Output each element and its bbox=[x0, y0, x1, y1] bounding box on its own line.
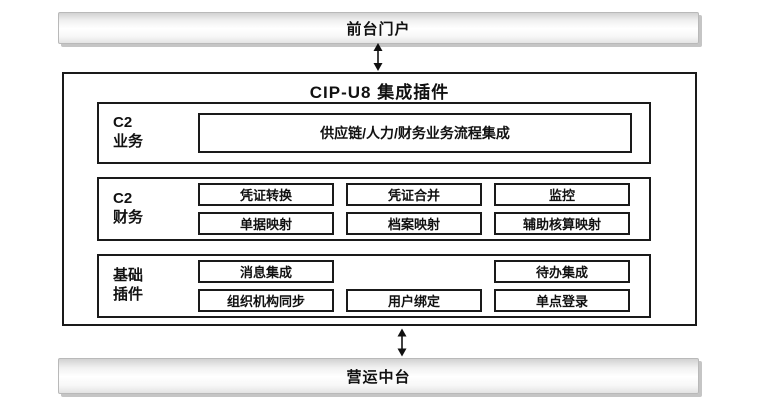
box-voucher-conversion: 凭证转换 bbox=[198, 183, 334, 206]
front-portal-label: 前台门户 bbox=[346, 20, 411, 38]
basic-box-grid: 消息集成 待办集成 组织机构同步 用户绑定 单点登录 bbox=[198, 260, 630, 312]
box-business-process-integration: 供应链/人力/财务业务流程集成 bbox=[198, 113, 632, 153]
box-single-sign-on: 单点登录 bbox=[494, 289, 630, 312]
row-c2-finance: C2 财务 凭证转换 凭证合并 监控 单据映射 档案映射 辅助核算映射 bbox=[97, 177, 651, 241]
row-label-line1: C2 bbox=[113, 190, 133, 208]
row-label-line2: 业务 bbox=[113, 133, 144, 150]
front-portal-bar: 前台门户 bbox=[58, 12, 699, 44]
box-organization-sync: 组织机构同步 bbox=[198, 289, 334, 312]
box-auxiliary-accounting-mapping: 辅助核算映射 bbox=[494, 212, 630, 235]
plugin-title: CIP-U8 集成插件 bbox=[309, 83, 450, 102]
double-arrow-top-icon bbox=[373, 43, 383, 71]
box-todo-integration: 待办集成 bbox=[494, 260, 630, 283]
box-archive-mapping: 档案映射 bbox=[346, 212, 482, 235]
finance-box-grid: 凭证转换 凭证合并 监控 单据映射 档案映射 辅助核算映射 bbox=[198, 183, 630, 235]
row-label-line2: 财务 bbox=[113, 209, 144, 226]
row-basic-plugins: 基础 插件 消息集成 待办集成 组织机构同步 用户绑定 单点登录 bbox=[97, 254, 651, 318]
row-c2-business: C2 业务 供应链/人力/财务业务流程集成 bbox=[97, 102, 651, 164]
box-document-mapping: 单据映射 bbox=[198, 212, 334, 235]
row-label-c2-finance: C2 财务 bbox=[99, 190, 198, 228]
operation-platform-label: 营运中台 bbox=[346, 368, 411, 386]
row-label-basic-plugins: 基础 插件 bbox=[99, 267, 198, 305]
double-arrow-bottom-icon bbox=[397, 328, 407, 357]
cip-u8-plugin-container: CIP-U8 集成插件 C2 业务 供应链/人力/财务业务流程集成 C2 财务 … bbox=[62, 72, 697, 326]
box-monitoring: 监控 bbox=[494, 183, 630, 206]
operation-platform-bar: 营运中台 bbox=[58, 358, 699, 394]
box-voucher-merge: 凭证合并 bbox=[346, 183, 482, 206]
row-label-c2-business: C2 业务 bbox=[99, 114, 198, 152]
box-message-integration: 消息集成 bbox=[198, 260, 334, 283]
row-label-line1: 基础 bbox=[113, 267, 144, 285]
box-label: 供应链/人力/财务业务流程集成 bbox=[320, 125, 510, 141]
box-user-binding: 用户绑定 bbox=[346, 289, 482, 312]
row-label-line2: 插件 bbox=[113, 286, 144, 303]
row-label-line1: C2 bbox=[113, 114, 133, 132]
